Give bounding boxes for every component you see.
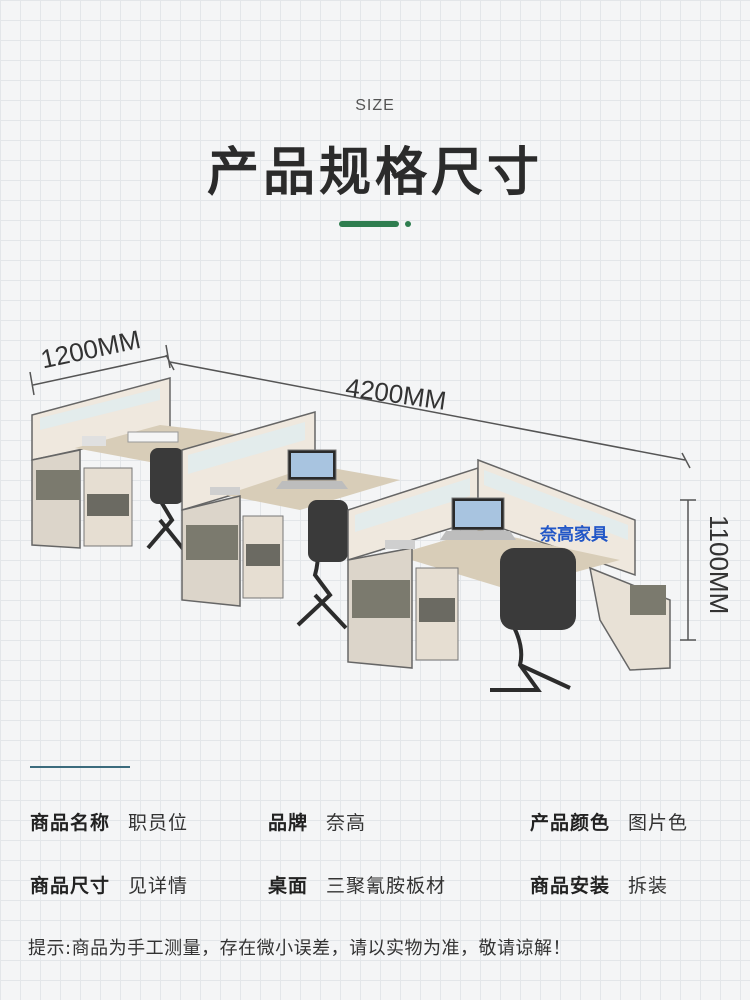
spec-value: 职员位 (128, 812, 189, 834)
spec-label: 产品颜色 (530, 812, 611, 834)
spec-value: 见详情 (128, 875, 189, 897)
spec-label: 商品安装 (530, 875, 611, 897)
title-dot (405, 221, 411, 227)
dimension-height-label: 1100MM (704, 515, 734, 615)
spec-value: 奈高 (326, 812, 367, 834)
title-underline (339, 221, 399, 227)
desk-pod-2 (181, 411, 400, 630)
spec-label: 品牌 (268, 812, 309, 834)
spec-brand: 品牌奈高 (268, 808, 366, 835)
brand-watermark: 奈高家具 (539, 524, 608, 545)
spec-desktop: 桌面三聚氰胺板材 (268, 871, 446, 898)
spec-label: 桌面 (268, 875, 309, 897)
desk-pod-1 (31, 377, 245, 552)
spec-product-color: 产品颜色图片色 (530, 808, 688, 835)
page-title: 产品规格尺寸 (206, 143, 543, 203)
spec-value: 图片色 (628, 812, 689, 834)
spec-installation: 商品安装拆装 (530, 871, 668, 898)
desk-pod-3: 奈高家具 (347, 458, 671, 692)
product-image: 奈高家具 (29, 344, 696, 692)
size-label: SIZE (355, 97, 395, 114)
spec-label: 商品尺寸 (30, 875, 111, 897)
spec-label: 商品名称 (30, 812, 111, 834)
measurement-note: 提示:商品为手工测量，存在微小误差，请以实物为准，敬请谅解！ (28, 938, 572, 959)
section-divider (30, 766, 130, 768)
dimension-lines (29, 344, 696, 641)
spec-value: 拆装 (628, 875, 669, 897)
spec-value: 三聚氰胺板材 (326, 875, 447, 897)
spec-product-size: 商品尺寸见详情 (30, 871, 188, 898)
spec-product-name: 商品名称职员位 (30, 808, 188, 835)
